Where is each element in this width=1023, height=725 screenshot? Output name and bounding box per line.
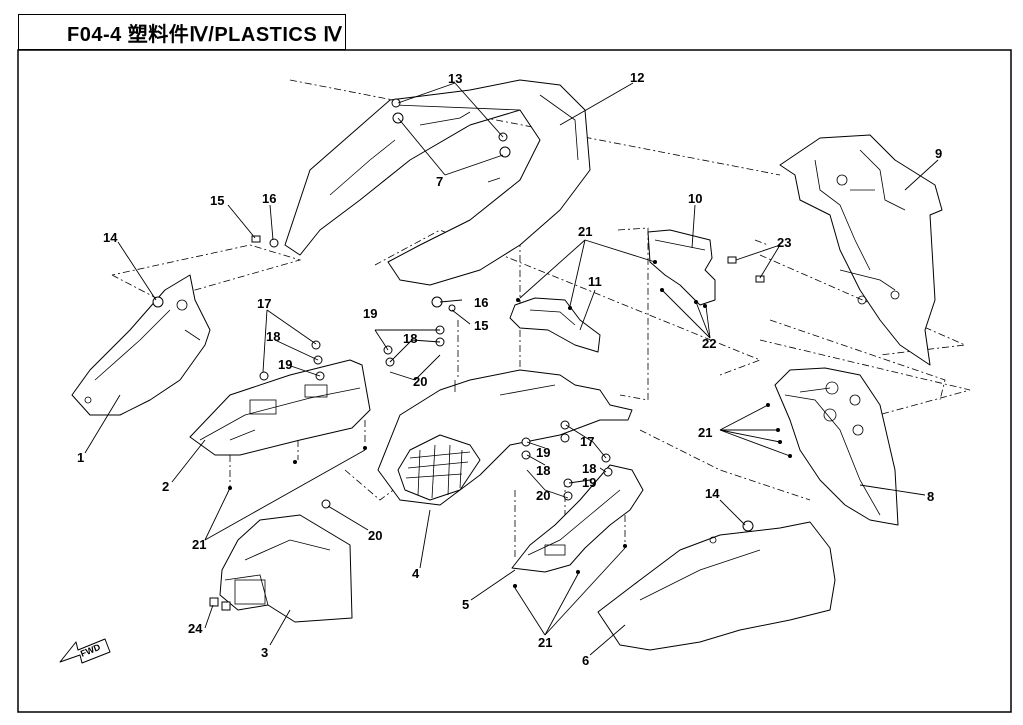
callout-16b: 16 (474, 295, 488, 310)
callout-24: 24 (188, 621, 203, 636)
callout-9: 9 (935, 146, 942, 161)
callout-21b: 21 (192, 537, 206, 552)
callout-11: 11 (588, 274, 602, 289)
callout-19c: 19 (536, 445, 550, 460)
callout-17b: 17 (580, 434, 594, 449)
part-8-mud-flap (774, 367, 899, 526)
callout-4: 4 (412, 566, 420, 581)
part-3-lower-cover (219, 514, 353, 623)
part-9-rear-panel (779, 134, 943, 366)
callout-19d: 19 (582, 475, 596, 490)
part-1-side-panel (71, 274, 211, 416)
callout-15a: 15 (210, 193, 224, 208)
callout-23: 23 (777, 235, 791, 250)
callout-16a: 16 (262, 191, 276, 206)
part-6-rear-fender-lower (597, 521, 836, 651)
fwd-direction-arrow: FWD (59, 638, 111, 664)
callout-21a: 21 (578, 224, 592, 239)
callout-22: 22 (702, 336, 716, 351)
callout-5: 5 (462, 597, 469, 612)
callout-3: 3 (261, 645, 268, 660)
callout-1: 1 (77, 450, 84, 465)
callout-18c: 18 (536, 463, 550, 478)
callout-20a: 20 (413, 374, 427, 389)
callout-14b: 14 (705, 486, 720, 501)
callout-18d: 18 (582, 461, 596, 476)
callout-10: 10 (688, 191, 702, 206)
callout-19a: 19 (278, 357, 292, 372)
callout-18b: 18 (403, 331, 417, 346)
part-11-clip-plate (509, 297, 601, 353)
part-2-inner-panel (189, 359, 371, 456)
callout-labels: 1 2 3 4 5 6 7 8 9 10 11 12 13 14 14 15 1… (77, 70, 942, 668)
callout-20b: 20 (536, 488, 550, 503)
part-10-bracket (647, 229, 716, 306)
diagram-title: F04-4 塑料件Ⅳ/PLASTICS Ⅳ (18, 14, 346, 50)
callout-12: 12 (630, 70, 644, 85)
callout-19b: 19 (363, 306, 377, 321)
callout-15b: 15 (474, 318, 488, 333)
callout-7: 7 (436, 174, 443, 189)
part-12-rear-fender (284, 79, 591, 286)
part-5-lower-tray (511, 464, 644, 573)
callout-21d: 21 (698, 425, 712, 440)
part-4-lower-tray (377, 369, 633, 506)
callout-20c: 20 (368, 528, 382, 543)
callout-8: 8 (927, 489, 934, 504)
callout-leader-lines (84, 82, 939, 656)
callout-21c: 21 (538, 635, 552, 650)
drawing-frame (17, 49, 1012, 713)
callout-6: 6 (582, 653, 589, 668)
callout-14a: 14 (103, 230, 118, 245)
diagram-title-text: F04-4 塑料件Ⅳ/PLASTICS Ⅳ (67, 23, 343, 46)
callout-17a: 17 (257, 296, 271, 311)
callout-13: 13 (448, 71, 462, 86)
callout-18a: 18 (266, 329, 280, 344)
callout-2: 2 (162, 479, 169, 494)
